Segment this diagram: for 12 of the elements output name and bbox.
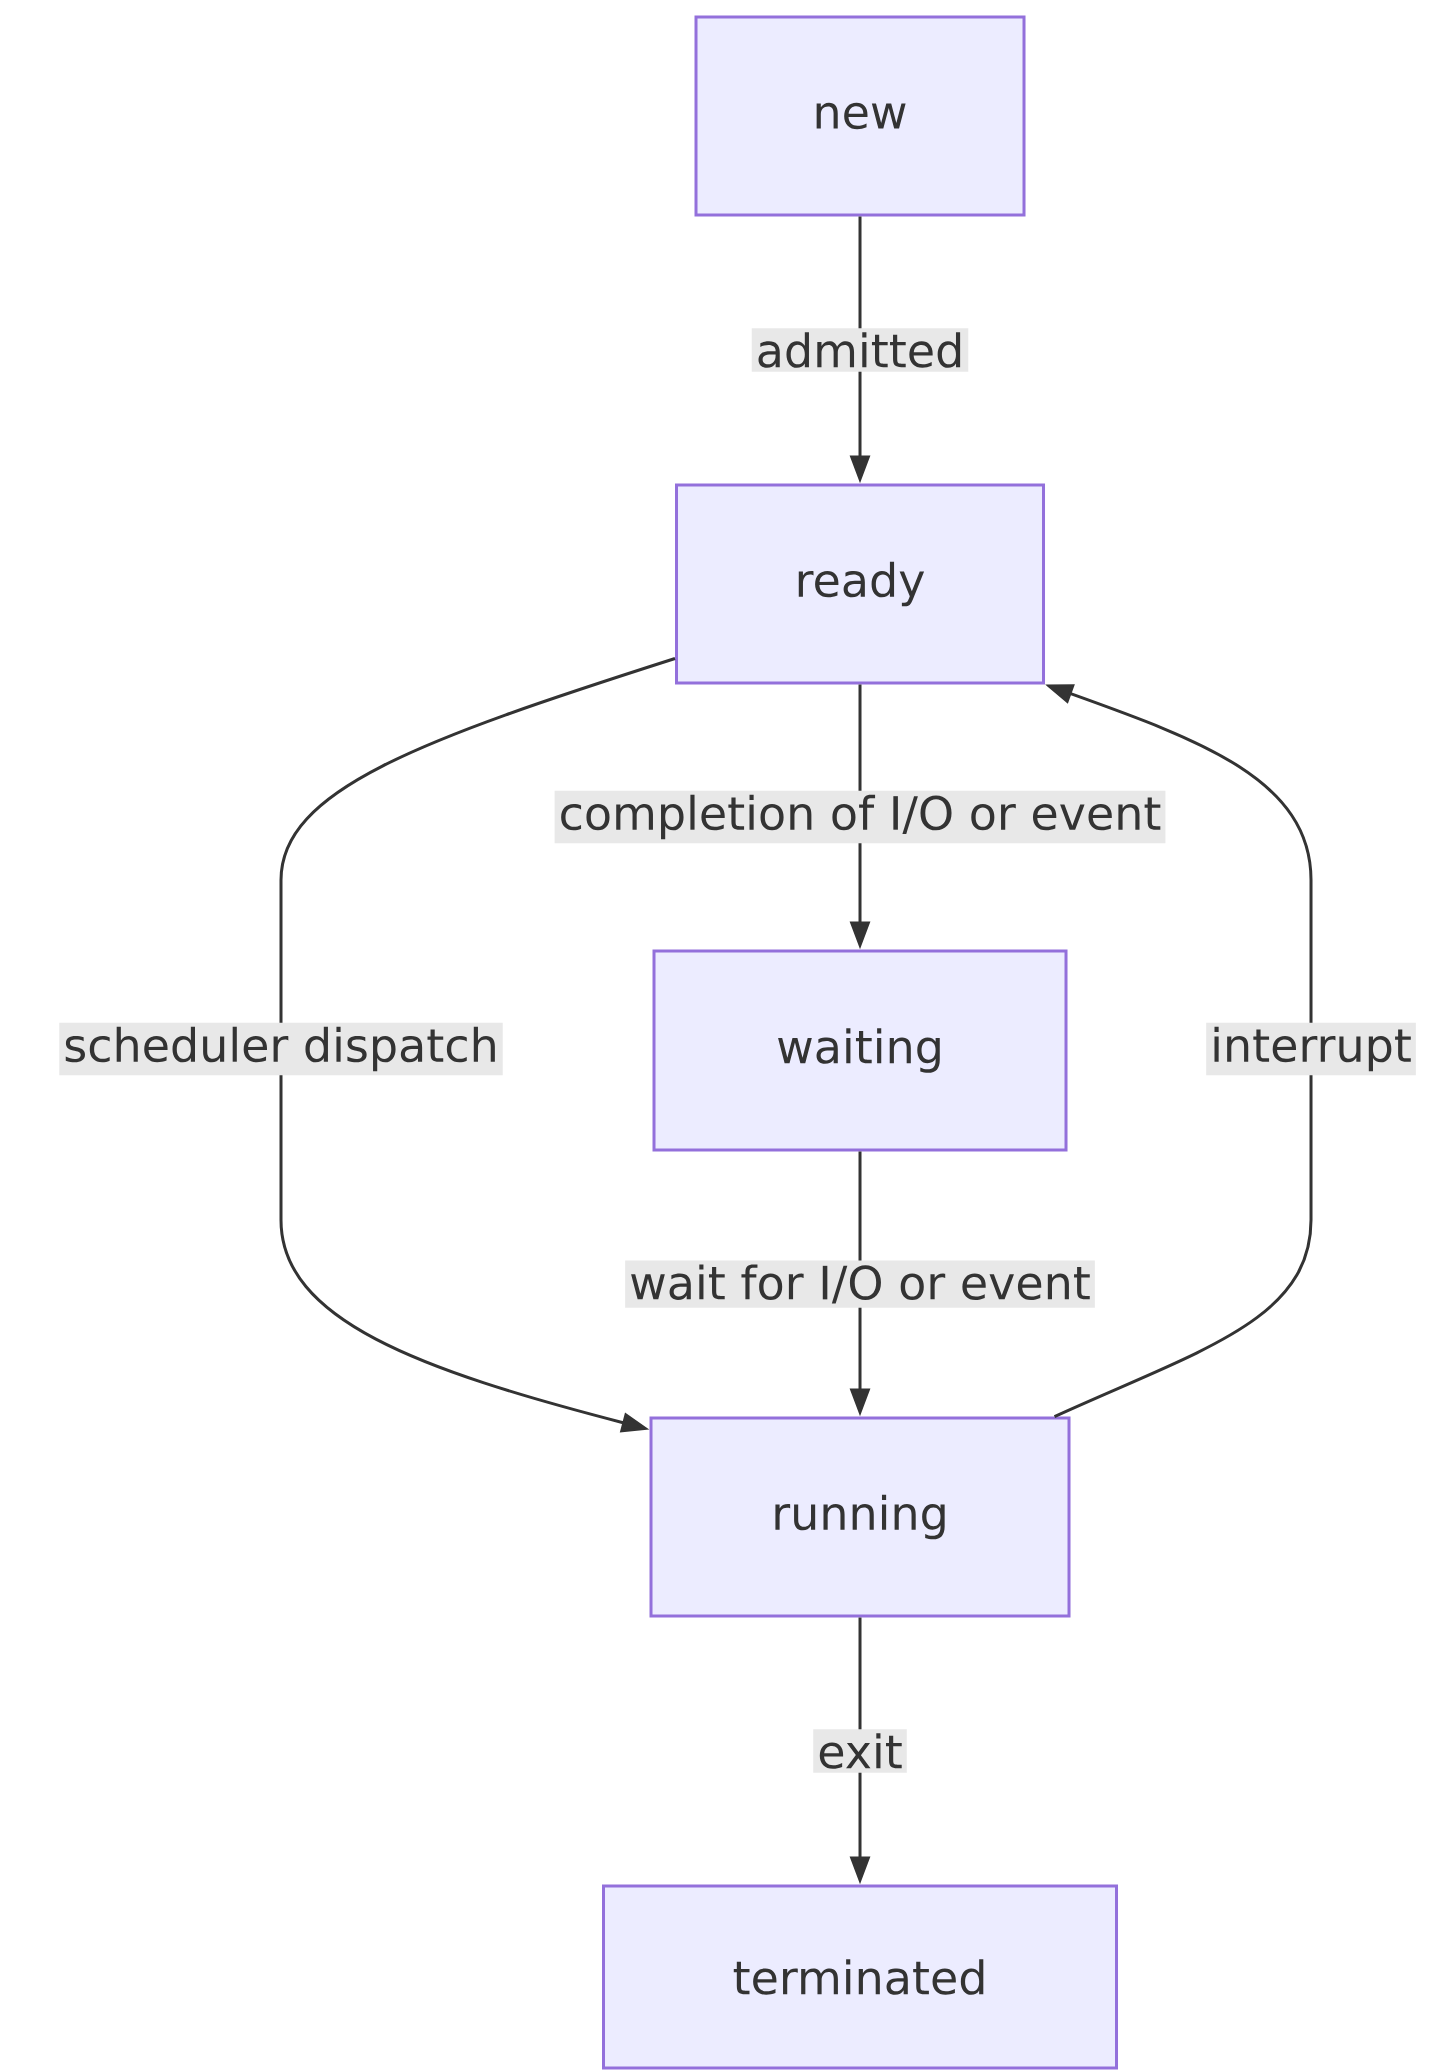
edge-label: wait for I/O or event: [625, 1260, 1095, 1308]
edge-label: exit: [813, 1729, 907, 1773]
arrow: [279, 657, 676, 1433]
edge-label: completion of I/O or event: [554, 790, 1166, 844]
state-box: waiting: [652, 949, 1068, 1152]
edge-label: admitted: [751, 328, 969, 372]
state-box: new: [694, 15, 1026, 217]
state-box: terminated: [602, 1884, 1118, 2070]
state-box: ready: [675, 483, 1045, 685]
state-box: running: [649, 1416, 1071, 1618]
edge-label: scheduler dispatch: [59, 1022, 503, 1076]
edge-label: interrupt: [1206, 1022, 1416, 1076]
